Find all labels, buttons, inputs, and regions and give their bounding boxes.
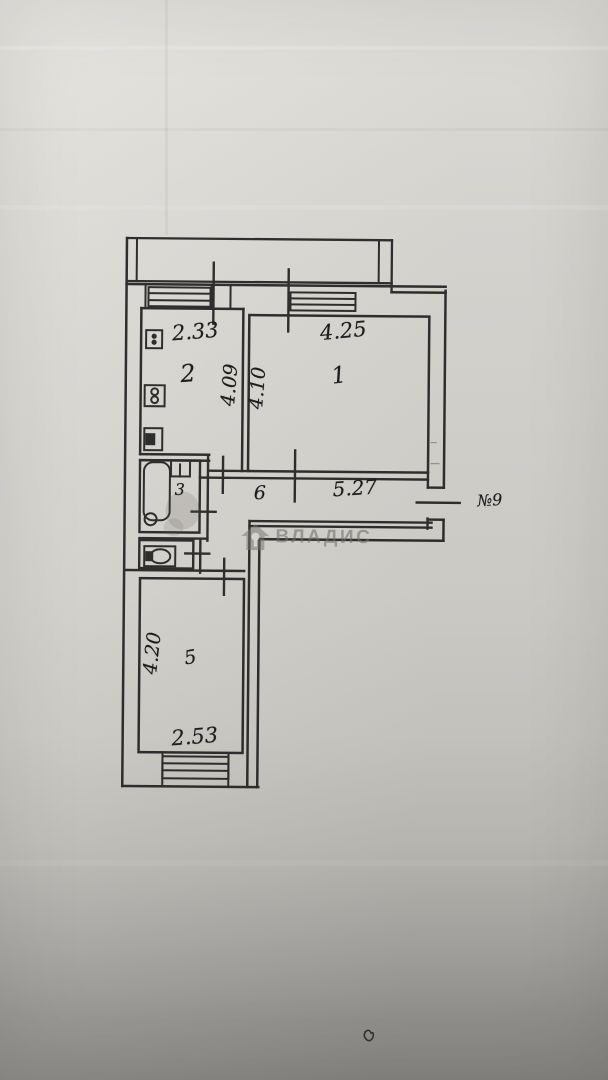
room1-window-icon [289,291,357,312]
ink-smudge [363,1029,375,1042]
scan-stains [163,442,440,1042]
exterior-walls [120,236,447,789]
electric-meter-icon [145,329,164,350]
dim-living-room-depth: 4.10 [245,366,271,411]
paper-fold [165,0,168,235]
dim-living-room-width: 4.25 [318,316,368,346]
door-opening-ticks [184,449,297,597]
washbasin-icon [169,459,192,478]
hallway-walls [198,469,433,529]
bathtub-icon [142,461,171,527]
bedroom-window-icon [161,755,230,780]
entrance-number-label: №9 [476,489,503,511]
window-band [144,261,357,333]
balcony-door-jamb-tick [212,261,216,325]
fixtures [142,329,192,568]
dim-bedroom-width: 2.53 [170,722,219,751]
entrance-door [415,471,461,530]
kitchen-window-icon [147,286,212,308]
room-1-living-room-outline [246,313,431,474]
kitchen-sink-icon [143,427,164,452]
balcony-door-jamb-tick [286,268,290,333]
dim-hallway-length: 5.27 [331,474,378,502]
stove-icon [143,384,166,408]
toilet-icon [143,545,177,568]
room-number-kitchen: 2 [179,358,197,389]
room-number-bathroom: 3 [174,479,186,499]
dim-kitchen-width: 2.33 [170,317,220,346]
dim-kitchen-depth: 4.09 [217,362,243,407]
room-number-hallway: 6 [253,482,266,505]
balcony-top [125,236,394,294]
